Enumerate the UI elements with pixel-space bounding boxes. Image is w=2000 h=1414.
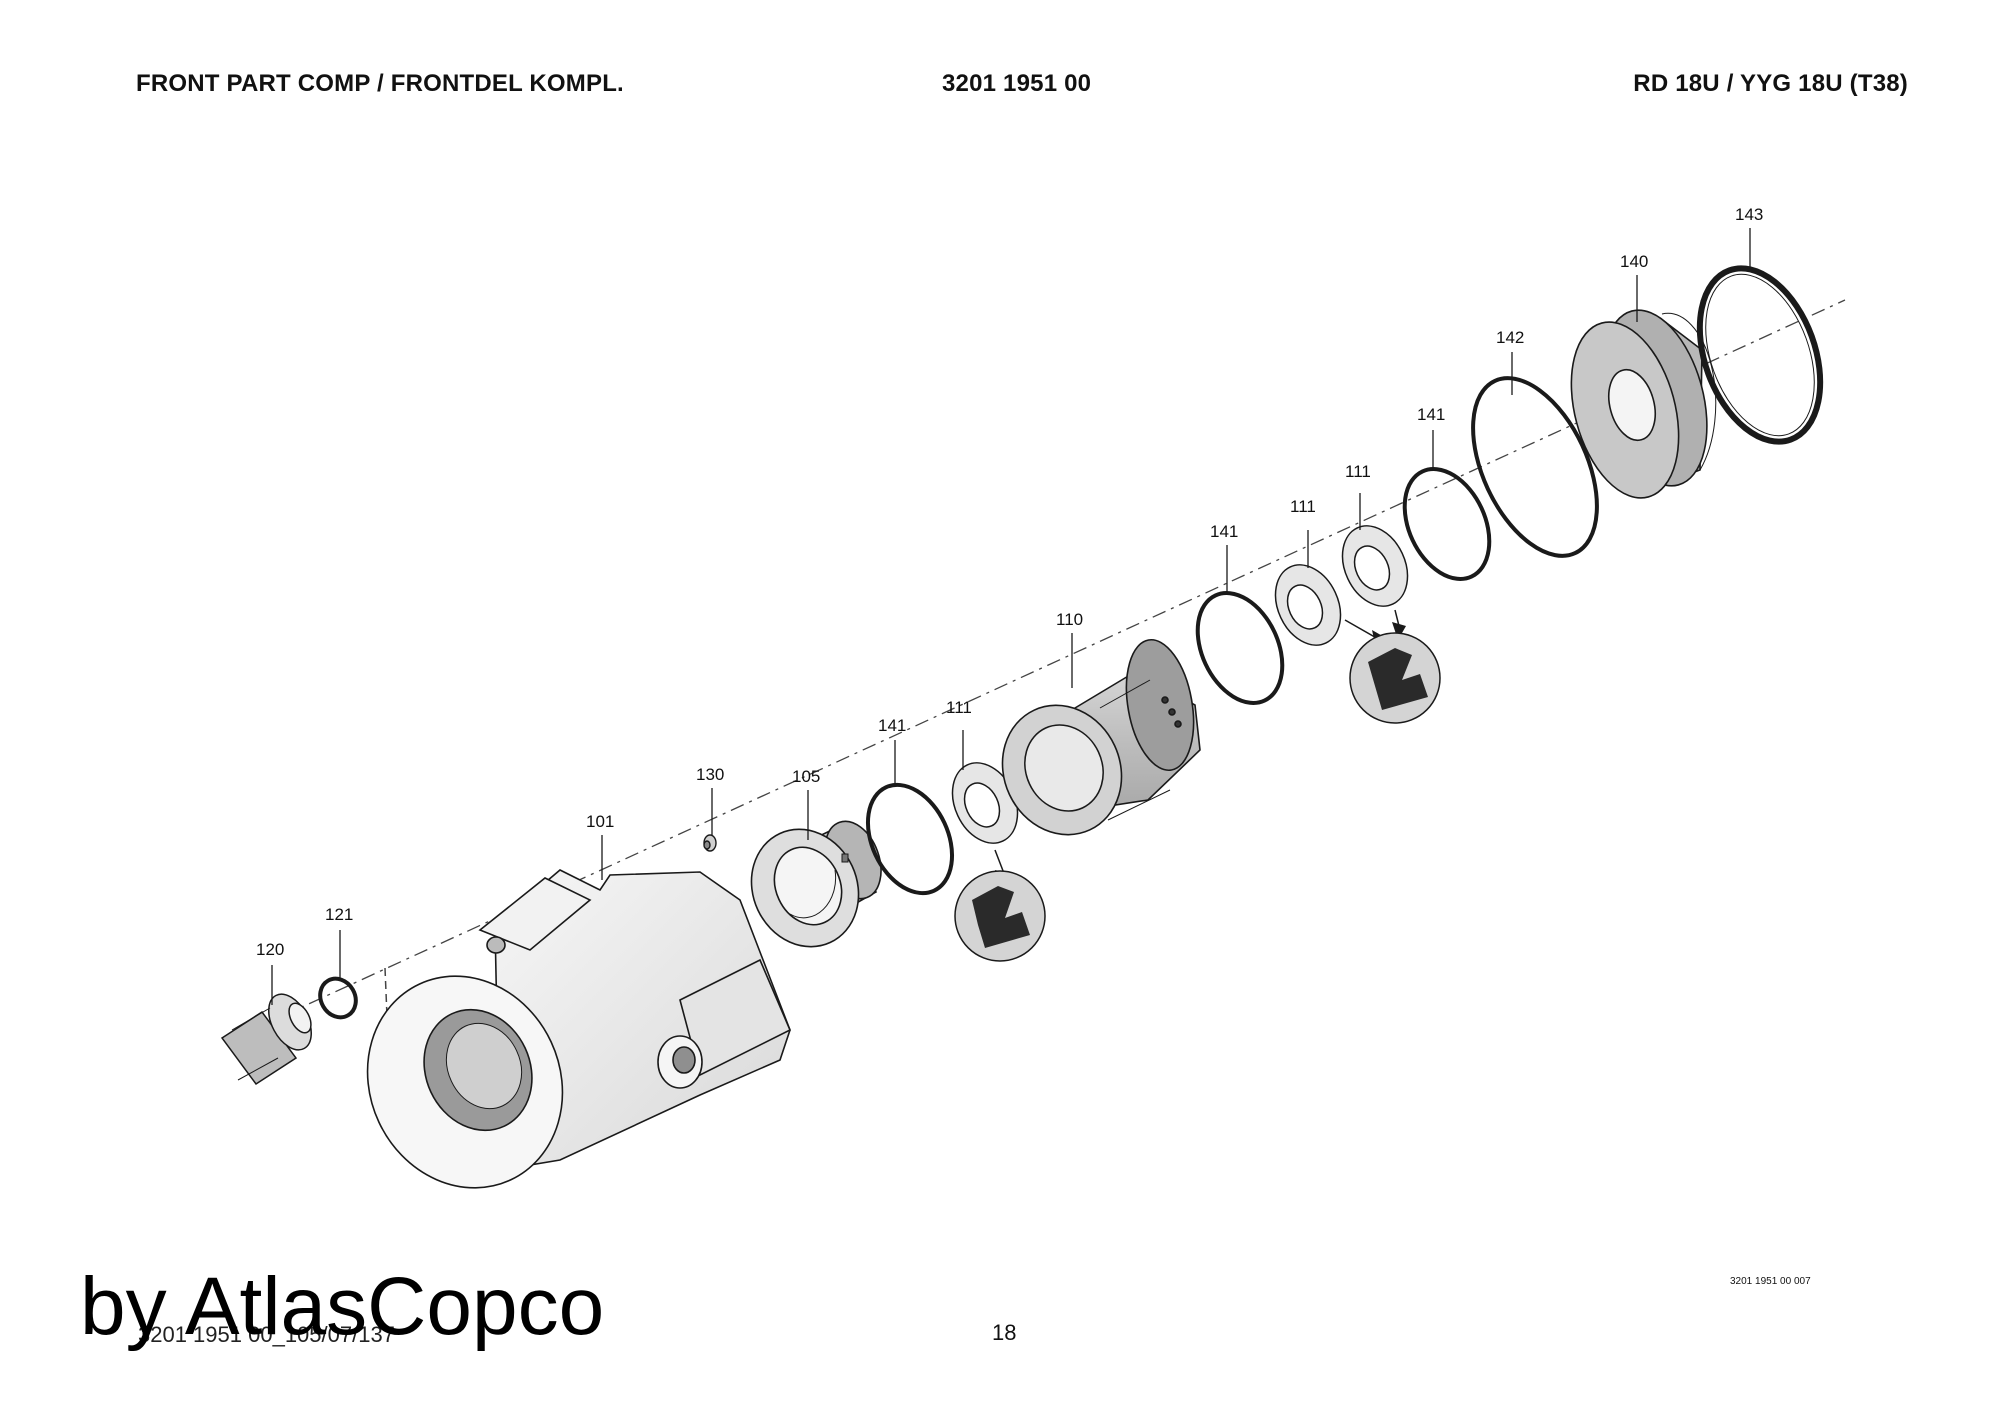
callout-120: 120 xyxy=(256,940,284,959)
leader-lines xyxy=(271,228,1751,1005)
callout-105: 105 xyxy=(792,767,820,786)
part-141-o-ring-b xyxy=(1195,591,1285,705)
part-121-o-ring xyxy=(318,976,358,1020)
callout-140: 140 xyxy=(1620,252,1648,271)
seal-profile-detail-b xyxy=(1344,609,1441,724)
model-designation: RD 18U / YYG 18U (T38) xyxy=(1633,70,1908,97)
brand-watermark: by AtlasCopco xyxy=(80,1261,605,1352)
callout-141-b: 141 xyxy=(1210,522,1238,541)
callout-110: 110 xyxy=(1056,610,1083,629)
callout-141-c: 141 xyxy=(1417,405,1445,424)
part-111-seal-c xyxy=(1341,525,1409,607)
page-number: 18 xyxy=(992,1320,1017,1345)
file-code: 3201 1951 00_105/07/137 xyxy=(138,1322,395,1347)
part-number: 3201 1951 00 xyxy=(942,70,1092,97)
callout-111-c: 111 xyxy=(1345,462,1371,481)
part-101-front-housing xyxy=(366,869,792,1189)
part-130-plug xyxy=(703,834,717,852)
callout-141-a: 141 xyxy=(878,716,906,735)
part-110-cylinder xyxy=(1001,638,1201,836)
callout-130: 130 xyxy=(696,765,724,784)
callout-142: 142 xyxy=(1496,328,1524,347)
part-105-bushing xyxy=(750,820,882,948)
part-141-o-ring-a xyxy=(865,782,955,896)
drawing-code: 3201 1951 00 007 xyxy=(1730,1276,1811,1287)
callout-101: 101 xyxy=(586,812,614,831)
part-142-o-ring xyxy=(1471,376,1599,558)
part-111-seal-a xyxy=(951,762,1019,844)
part-120-adapter xyxy=(220,993,312,1086)
callout-143: 143 xyxy=(1735,205,1763,224)
part-111-seal-b xyxy=(1274,564,1342,646)
callout-111-b: 111 xyxy=(1290,497,1316,516)
part-141-o-ring-c xyxy=(1402,467,1492,581)
callout-121: 121 xyxy=(325,905,353,924)
part-143-ring xyxy=(1696,265,1824,445)
seal-profile-detail-a xyxy=(954,849,1046,962)
callout-111-a: 111 xyxy=(946,698,972,717)
part-140-cover xyxy=(1570,309,1717,499)
page-title: FRONT PART COMP / FRONTDEL KOMPL. xyxy=(136,70,624,97)
